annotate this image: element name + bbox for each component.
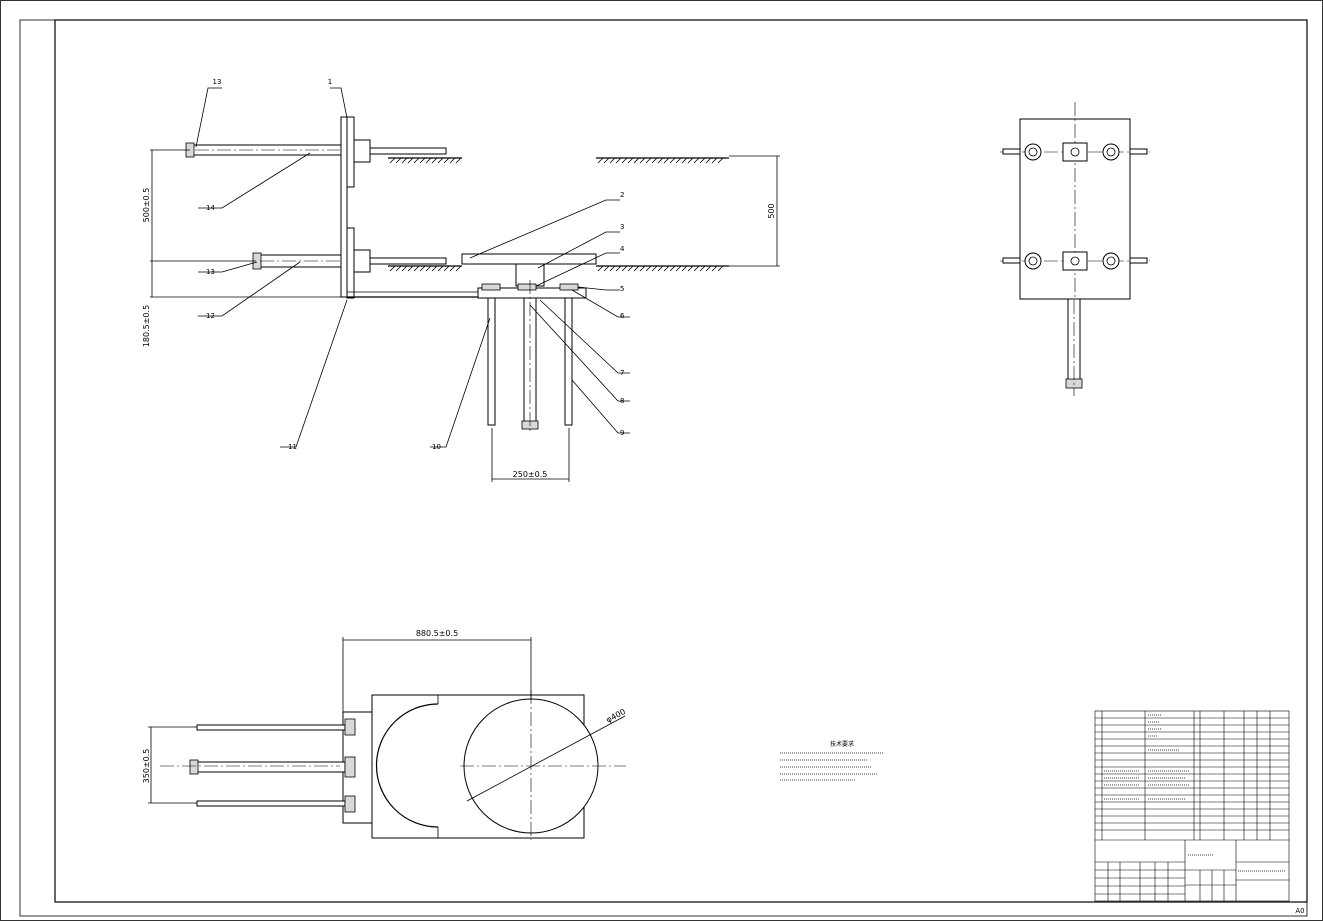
front-view: 500±0.5 180.5±0.5 500 250±0.5 xyxy=(142,78,780,482)
diameter-leader xyxy=(466,715,626,802)
balloon-8: 8 xyxy=(620,397,624,405)
upper-right-rod xyxy=(369,147,447,155)
bolt-lower-left xyxy=(1024,252,1042,270)
balloon-1: 1 xyxy=(328,78,332,86)
balloon-2: 2 xyxy=(620,191,624,199)
bolt-lower-right xyxy=(1102,252,1120,270)
bolt-upper-left xyxy=(1024,143,1042,161)
ground-hatch-upper-left xyxy=(388,157,462,164)
balloon-12: 12 xyxy=(206,312,215,320)
center-screw xyxy=(523,297,537,425)
leader-lines xyxy=(195,87,630,448)
balloon-10: 10 xyxy=(432,443,441,451)
top-view: φ400 880.5±0.5 350±0.5 xyxy=(142,629,627,840)
upper-flange xyxy=(346,116,355,188)
lower-nut-block xyxy=(353,249,371,273)
nut-left xyxy=(481,283,501,291)
notes-title: 技术要求 xyxy=(830,740,854,748)
balloon-13: 13 xyxy=(206,268,215,276)
top-rod-2 xyxy=(192,761,346,773)
balloon-4: 4 xyxy=(620,245,625,253)
nut-center xyxy=(517,283,537,291)
nut-block-upper xyxy=(1062,142,1088,162)
balloon-7: 7 xyxy=(620,369,624,377)
title-block xyxy=(1094,710,1290,902)
balloon-3: 3 xyxy=(620,223,624,231)
lower-right-rod xyxy=(369,257,447,265)
nut-block-lower xyxy=(1062,251,1088,271)
side-view xyxy=(1000,102,1150,396)
upper-nut-block xyxy=(353,139,371,163)
right-leg-rod xyxy=(564,297,573,426)
lower-flange xyxy=(346,227,355,299)
ground-hatch-lower-right xyxy=(596,265,729,272)
top-rod-1 xyxy=(196,724,346,731)
ground-hatch-upper-right xyxy=(596,157,729,164)
balloon-14: 14 xyxy=(206,204,215,212)
sheet-size-label: A0 xyxy=(1295,907,1304,915)
dim-diameter: φ400 xyxy=(605,707,627,725)
balloon-6: 6 xyxy=(620,312,625,320)
nut-right xyxy=(559,283,579,291)
left-leg-rod xyxy=(487,297,496,426)
dim-250: 250±0.5 xyxy=(513,470,548,479)
balloon-9: 9 xyxy=(620,429,624,437)
dim-180-5: 180.5±0.5 xyxy=(142,305,151,347)
workpiece-plate xyxy=(461,253,597,265)
balloon-11: 11 xyxy=(288,443,297,451)
balloon-5: 5 xyxy=(620,285,624,293)
dim-500: 500 xyxy=(767,203,776,218)
technical-notes: 技术要求 xyxy=(780,740,884,781)
u-arc xyxy=(375,703,439,828)
dim-500-tolerance: 500±0.5 xyxy=(142,188,151,223)
balloon-13-top: 13 xyxy=(213,78,222,86)
dim-350: 350±0.5 xyxy=(142,749,151,784)
dim-880: 880.5±0.5 xyxy=(416,629,458,638)
ground-hatch-lower-left xyxy=(388,265,462,272)
vertical-plate xyxy=(340,116,348,298)
bolt-upper-right xyxy=(1102,143,1120,161)
top-rod-3 xyxy=(196,800,346,807)
sheet-trim-border xyxy=(19,19,1308,917)
